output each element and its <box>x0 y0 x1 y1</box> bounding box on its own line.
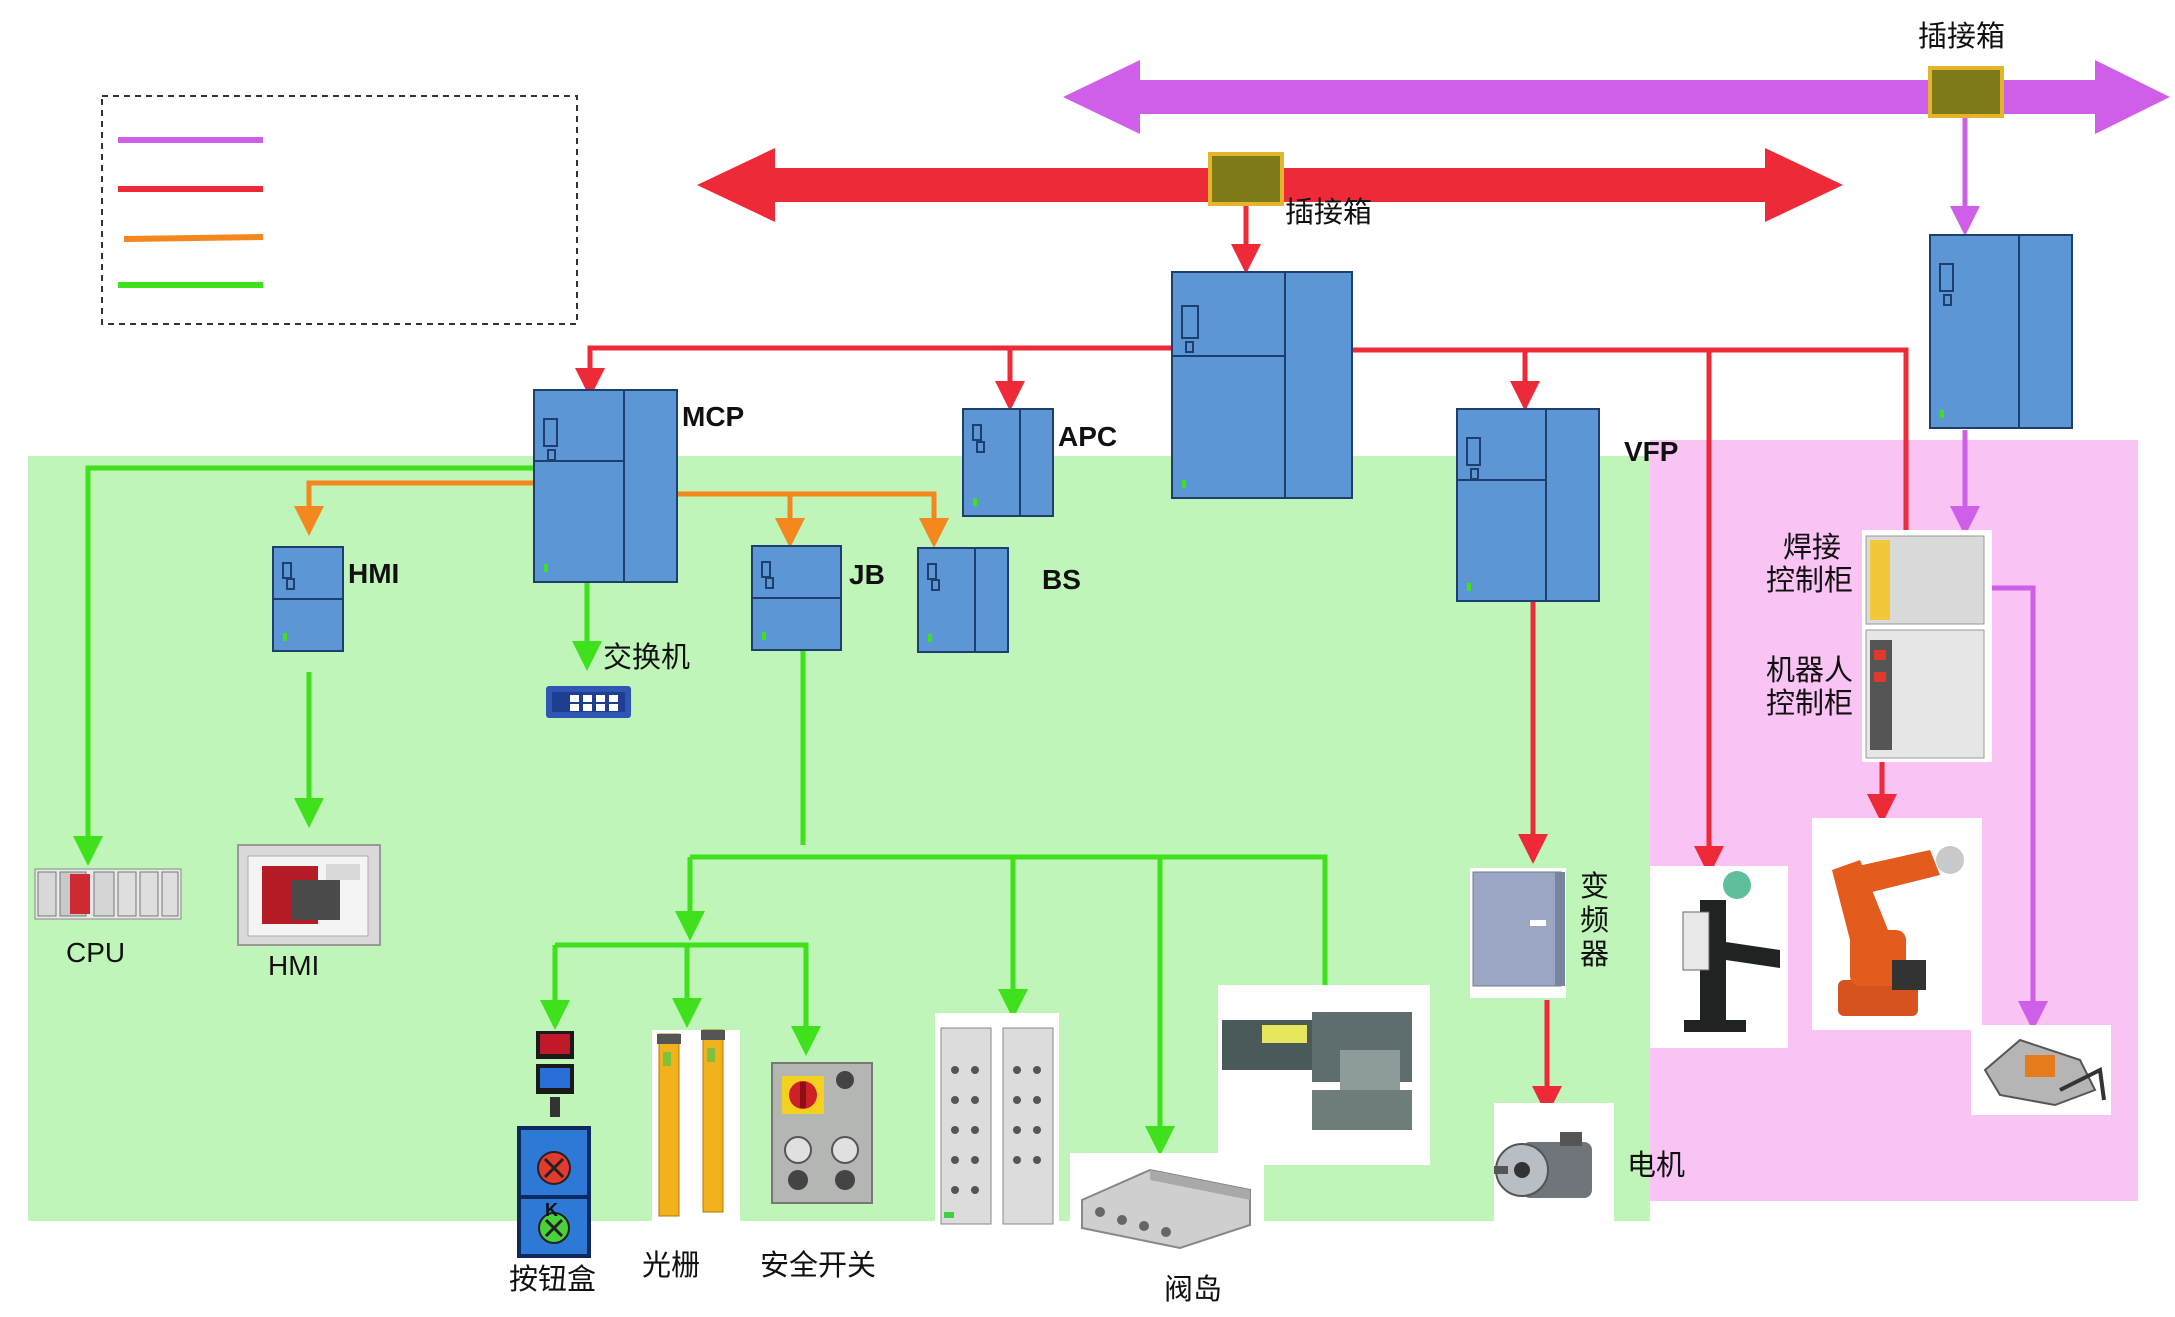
robot-device <box>1812 818 1982 1030</box>
robot-cabinet-label-1: 机器人 <box>1766 653 1853 687</box>
hmi-cabinet <box>272 546 344 652</box>
valve-island-label: 阀岛 <box>1164 1272 1222 1306</box>
svg-text:频: 频 <box>1580 903 1609 937</box>
vfp-label: VFP <box>1624 436 1678 467</box>
pedestal-device <box>1650 866 1788 1048</box>
safety-switch-label: 安全开关 <box>760 1248 876 1282</box>
motor-label: 电机 <box>1627 1148 1685 1182</box>
weld-cabinet-label-1: 焊接 <box>1783 530 1841 564</box>
plc-cabinet-right <box>1929 234 2073 429</box>
light-curtain-label: 光栅 <box>642 1248 700 1282</box>
vfd-device <box>1470 868 1566 998</box>
jb-label: JB <box>849 559 885 590</box>
button-box-device <box>517 1031 591 1258</box>
distributed-io-device <box>1218 985 1430 1165</box>
junction-box-top-label: 插接箱 <box>1918 19 2005 53</box>
legend <box>101 95 578 325</box>
junction-box-mid <box>1208 152 1284 206</box>
io-module-device <box>935 1013 1059 1231</box>
junction-box-top <box>1928 66 2004 118</box>
button-box-k-label: K <box>545 1200 558 1220</box>
junction-box-mid-label: 插接箱 <box>1285 195 1372 229</box>
weld-gun-device <box>1971 1025 2111 1115</box>
vfp-cabinet <box>1456 408 1600 602</box>
mcp-label: MCP <box>682 401 744 432</box>
svg-text:器: 器 <box>1580 937 1609 971</box>
weld-cabinet-label-2: 控制柜 <box>1766 563 1853 597</box>
switch-device <box>546 686 631 718</box>
hmi-cabinet-label: HMI <box>348 558 399 589</box>
green-links <box>73 465 1340 1156</box>
weld-robot-cabinet-device <box>1862 530 1992 762</box>
purple-bus <box>1063 60 2170 134</box>
cpu-label: CPU <box>66 937 125 968</box>
bs-cabinet <box>917 547 1009 653</box>
hmi-panel-label: HMI <box>268 950 319 981</box>
motor-device <box>1494 1103 1614 1221</box>
main-control-cabinet <box>1171 271 1353 499</box>
robot-cabinet-label-2: 控制柜 <box>1766 686 1853 720</box>
hmi-panel-device <box>237 844 381 946</box>
svg-text:变: 变 <box>1580 869 1609 903</box>
valve-island-device <box>1070 1153 1264 1253</box>
apc-cabinet <box>962 408 1054 517</box>
purple-links <box>1950 118 2048 1031</box>
vfd-label: 变 频 器 <box>1580 869 1609 971</box>
apc-label: APC <box>1058 421 1117 452</box>
mcp-cabinet <box>533 389 678 583</box>
cpu-device <box>34 868 182 920</box>
jb-cabinet <box>751 545 842 651</box>
legend-orange-line <box>123 234 264 242</box>
orange-links <box>294 480 949 548</box>
safety-switch-device <box>771 1062 873 1204</box>
bs-label: BS <box>1042 564 1081 595</box>
button-box-label: 按钮盒 <box>509 1262 596 1296</box>
switch-label: 交换机 <box>603 640 690 674</box>
light-curtain-device <box>652 1029 740 1222</box>
